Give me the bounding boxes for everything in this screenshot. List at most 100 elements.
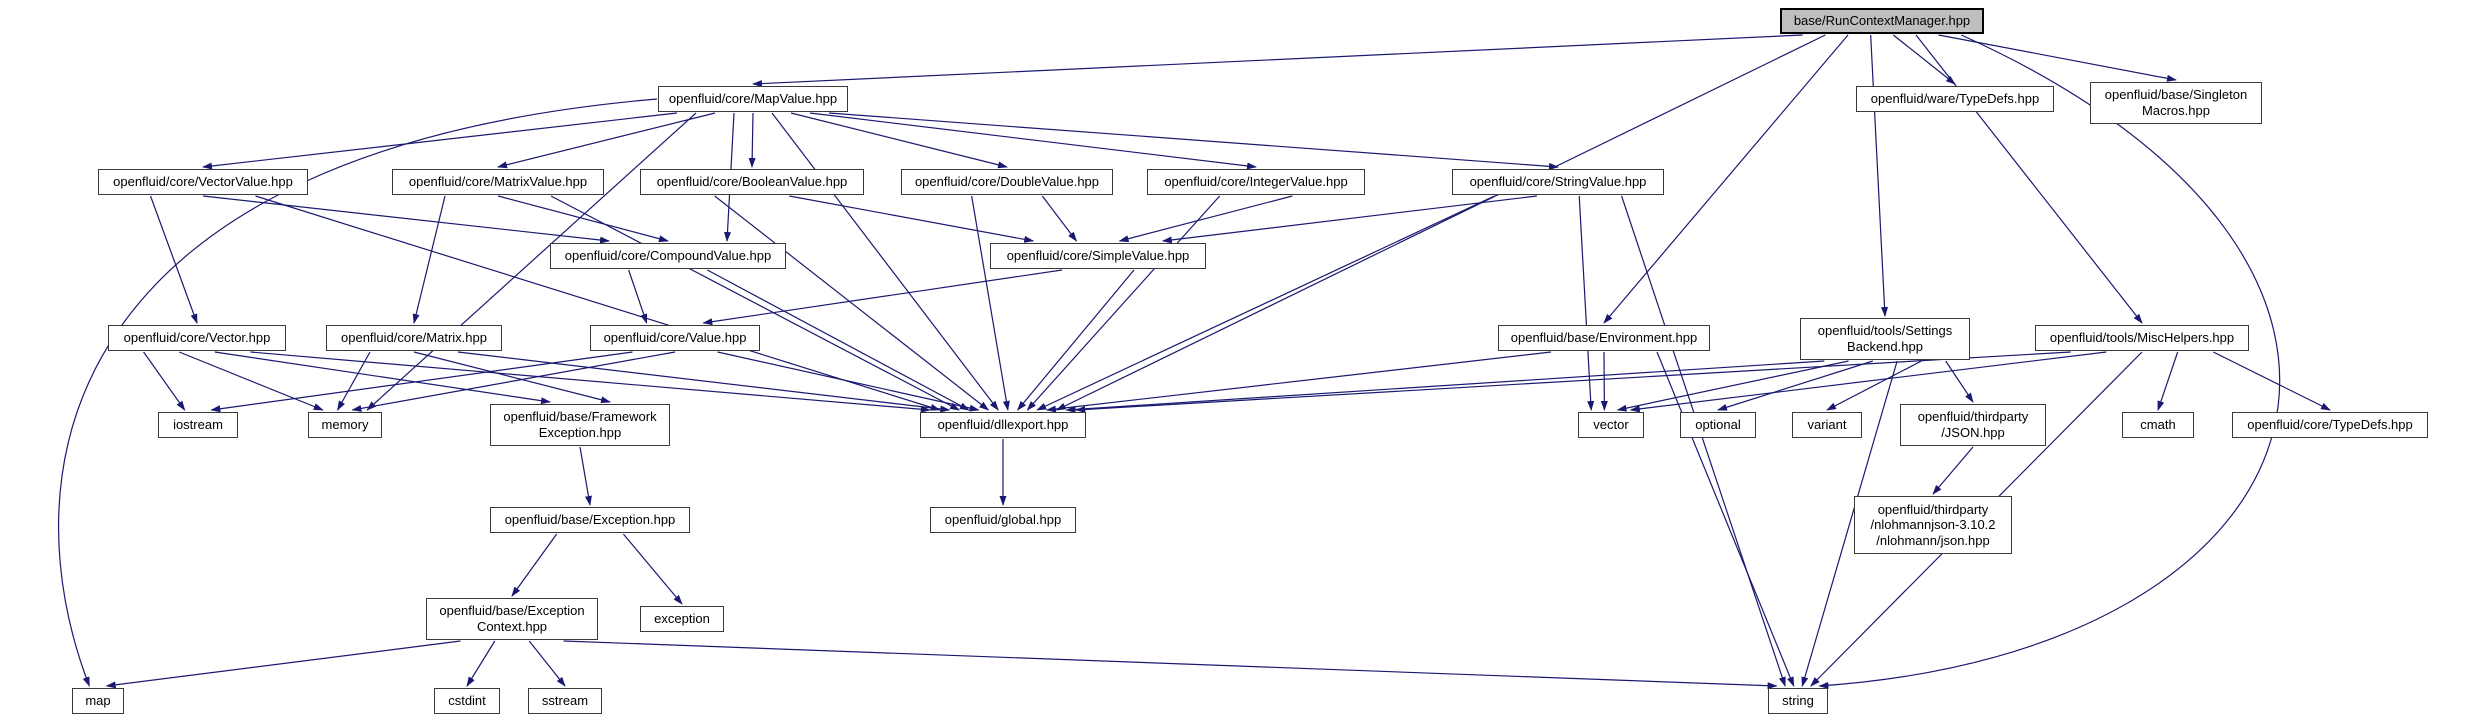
graph-edge-root-string_std bbox=[1818, 34, 2281, 689]
graph-node-stringvalue[interactable]: openfluid/core/StringValue.hpp bbox=[1452, 169, 1664, 195]
graph-node-memory[interactable]: memory bbox=[308, 412, 382, 438]
graph-edge-settingsbackend-string_std bbox=[1801, 360, 1898, 687]
graph-edge-vector_hpp-iostream bbox=[143, 351, 186, 411]
graph-edge-doublevalue-dllexport bbox=[971, 195, 1010, 411]
graph-edge-stringvalue-vector_std bbox=[1578, 195, 1595, 411]
graph-node-vectorvalue[interactable]: openfluid/core/VectorValue.hpp bbox=[98, 169, 308, 195]
graph-edge-stringvalue-simplevalue bbox=[1161, 195, 1537, 244]
graph-node-dllexport[interactable]: openfluid/dllexport.hpp bbox=[920, 412, 1086, 438]
graph-node-value_hpp[interactable]: openfluid/core/Value.hpp bbox=[590, 325, 760, 351]
graph-node-json_hpp[interactable]: openfluid/thirdparty /JSON.hpp bbox=[1900, 404, 2046, 446]
graph-edge-matrixvalue-dllexport bbox=[550, 195, 960, 411]
graph-node-compoundvalue[interactable]: openfluid/core/CompoundValue.hpp bbox=[550, 243, 786, 269]
graph-edge-root-environment bbox=[1603, 34, 1849, 324]
graph-edge-settingsbackend-variant bbox=[1826, 360, 1922, 411]
graph-node-waretypedefs[interactable]: openfluid/ware/TypeDefs.hpp bbox=[1856, 86, 2054, 112]
graph-edge-vectorvalue-vector_hpp bbox=[149, 195, 198, 324]
graph-edge-root-singleton bbox=[1938, 34, 2177, 82]
graph-edge-mischelpers-dllexport bbox=[1075, 351, 2071, 413]
graph-edge-vector_hpp-memory bbox=[178, 351, 324, 411]
graph-edge-value_hpp-iostream bbox=[210, 351, 633, 413]
graph-edge-mapvalue-memory bbox=[366, 112, 697, 411]
graph-node-matrix_hpp[interactable]: openfluid/core/Matrix.hpp bbox=[326, 325, 502, 351]
graph-edge-mischelpers-vector_std bbox=[1629, 351, 2107, 413]
graph-edge-stringvalue-string_std bbox=[1621, 195, 1786, 687]
graph-edge-compoundvalue-dllexport bbox=[707, 269, 970, 411]
graph-edge-compoundvalue-value_hpp bbox=[628, 269, 648, 324]
graph-edge-settingsbackend-vector_std bbox=[1616, 360, 1849, 412]
graph-edge-frameworkexception-exception_hpp bbox=[579, 446, 592, 506]
graph-edge-mischelpers-cmath bbox=[2157, 351, 2179, 411]
graph-node-vector_std[interactable]: vector bbox=[1578, 412, 1644, 438]
graph-edge-root-mischelpers bbox=[1915, 34, 2143, 324]
graph-edge-vectorvalue-dllexport bbox=[255, 195, 941, 411]
graph-node-mapvalue[interactable]: openfluid/core/MapValue.hpp bbox=[658, 86, 848, 112]
graph-edge-vector_hpp-frameworkexception bbox=[214, 351, 551, 405]
graph-edge-root-settingsbackend bbox=[1870, 34, 1889, 317]
graph-edge-root-waretypedefs bbox=[1892, 34, 1956, 85]
graph-node-frameworkexception[interactable]: openfluid/base/Framework Exception.hpp bbox=[490, 404, 670, 446]
graph-node-exception_std[interactable]: exception bbox=[640, 606, 724, 632]
graph-node-global_hpp[interactable]: openfluid/global.hpp bbox=[930, 507, 1076, 533]
graph-node-cstdint[interactable]: cstdint bbox=[434, 688, 500, 714]
graph-edge-exception_hpp-exceptioncontext bbox=[511, 533, 558, 597]
graph-edge-integervalue-simplevalue bbox=[1118, 195, 1293, 243]
graph-edge-booleanvalue-dllexport bbox=[714, 195, 990, 411]
graph-node-root[interactable]: base/RunContextManager.hpp bbox=[1780, 8, 1984, 34]
graph-node-environment[interactable]: openfluid/base/Environment.hpp bbox=[1498, 325, 1710, 351]
graph-node-map_std[interactable]: map bbox=[72, 688, 124, 714]
graph-edge-root-mapvalue bbox=[752, 34, 1803, 88]
graph-node-coretypedefs[interactable]: openfluid/core/TypeDefs.hpp bbox=[2232, 412, 2428, 438]
graph-edge-matrix_hpp-dllexport bbox=[457, 351, 951, 413]
graph-node-exception_hpp[interactable]: openfluid/base/Exception.hpp bbox=[490, 507, 690, 533]
graph-node-doublevalue[interactable]: openfluid/core/DoubleValue.hpp bbox=[901, 169, 1113, 195]
graph-node-cmath[interactable]: cmath bbox=[2122, 412, 2194, 438]
graph-edge-exceptioncontext-cstdint bbox=[466, 640, 496, 687]
graph-edge-mapvalue-dllexport bbox=[771, 112, 999, 411]
graph-edge-settingsbackend-optional bbox=[1717, 360, 1874, 411]
graph-edge-simplevalue-value_hpp bbox=[702, 269, 1063, 326]
graph-edge-exception_hpp-exception_std bbox=[622, 533, 683, 605]
graph-edge-mapvalue-matrixvalue bbox=[497, 112, 716, 169]
graph-edge-value_hpp-dllexport bbox=[717, 351, 980, 412]
graph-node-iostream[interactable]: iostream bbox=[158, 412, 238, 438]
graph-node-exceptioncontext[interactable]: openfluid/base/Exception Context.hpp bbox=[426, 598, 598, 640]
graph-node-vector_hpp[interactable]: openfluid/core/Vector.hpp bbox=[108, 325, 286, 351]
graph-edge-mapvalue-integervalue bbox=[809, 112, 1257, 170]
graph-node-integervalue[interactable]: openfluid/core/IntegerValue.hpp bbox=[1147, 169, 1365, 195]
graph-node-singleton[interactable]: openfluid/base/Singleton Macros.hpp bbox=[2090, 82, 2262, 124]
graph-edge-simplevalue-dllexport bbox=[1017, 269, 1135, 411]
graph-node-sstream[interactable]: sstream bbox=[528, 688, 602, 714]
graph-edge-environment-dllexport bbox=[1045, 351, 1552, 413]
graph-edge-mischelpers-coretypedefs bbox=[2213, 351, 2331, 411]
graph-edge-mapvalue-booleanvalue bbox=[748, 112, 756, 168]
graph-edge-exceptioncontext-string_std bbox=[563, 640, 1778, 690]
graph-edge-doublevalue-simplevalue bbox=[1041, 195, 1078, 242]
graph-node-mischelpers[interactable]: openfluid/tools/MiscHelpers.hpp bbox=[2035, 325, 2249, 351]
graph-edge-vector_hpp-dllexport bbox=[250, 351, 931, 413]
graph-node-booleanvalue[interactable]: openfluid/core/BooleanValue.hpp bbox=[640, 169, 864, 195]
graph-edge-mapvalue-doublevalue bbox=[790, 112, 1008, 169]
graph-edge-matrixvalue-matrix_hpp bbox=[412, 195, 446, 324]
graph-edge-booleanvalue-simplevalue bbox=[789, 195, 1035, 243]
graph-edge-matrix_hpp-memory bbox=[337, 351, 371, 411]
graph-edge-root-dllexport bbox=[1055, 34, 1826, 411]
graph-edge-matrixvalue-compoundvalue bbox=[497, 195, 669, 243]
graph-edge-matrix_hpp-frameworkexception bbox=[413, 351, 611, 404]
graph-edge-environment-string_std bbox=[1656, 351, 1795, 687]
graph-node-variant[interactable]: variant bbox=[1792, 412, 1862, 438]
graph-node-string_std[interactable]: string bbox=[1768, 688, 1828, 714]
graph-node-matrixvalue[interactable]: openfluid/core/MatrixValue.hpp bbox=[392, 169, 604, 195]
graph-edge-mapvalue-vectorvalue bbox=[202, 112, 678, 170]
graph-edge-mapvalue-stringvalue bbox=[828, 112, 1559, 170]
graph-node-simplevalue[interactable]: openfluid/core/SimpleValue.hpp bbox=[990, 243, 1206, 269]
graph-edge-integervalue-dllexport bbox=[1026, 195, 1221, 411]
graph-node-settingsbackend[interactable]: openfluid/tools/Settings Backend.hpp bbox=[1800, 318, 1970, 360]
graph-edge-json_hpp-nlohmann bbox=[1932, 446, 1974, 495]
graph-node-optional[interactable]: optional bbox=[1680, 412, 1756, 438]
graph-edge-exceptioncontext-sstream bbox=[528, 640, 566, 687]
graph-edge-value_hpp-memory bbox=[351, 351, 676, 412]
graph-node-nlohmann[interactable]: openfluid/thirdparty /nlohmannjson-3.10.… bbox=[1854, 496, 2012, 554]
graph-edge-vectorvalue-compoundvalue bbox=[202, 195, 610, 244]
